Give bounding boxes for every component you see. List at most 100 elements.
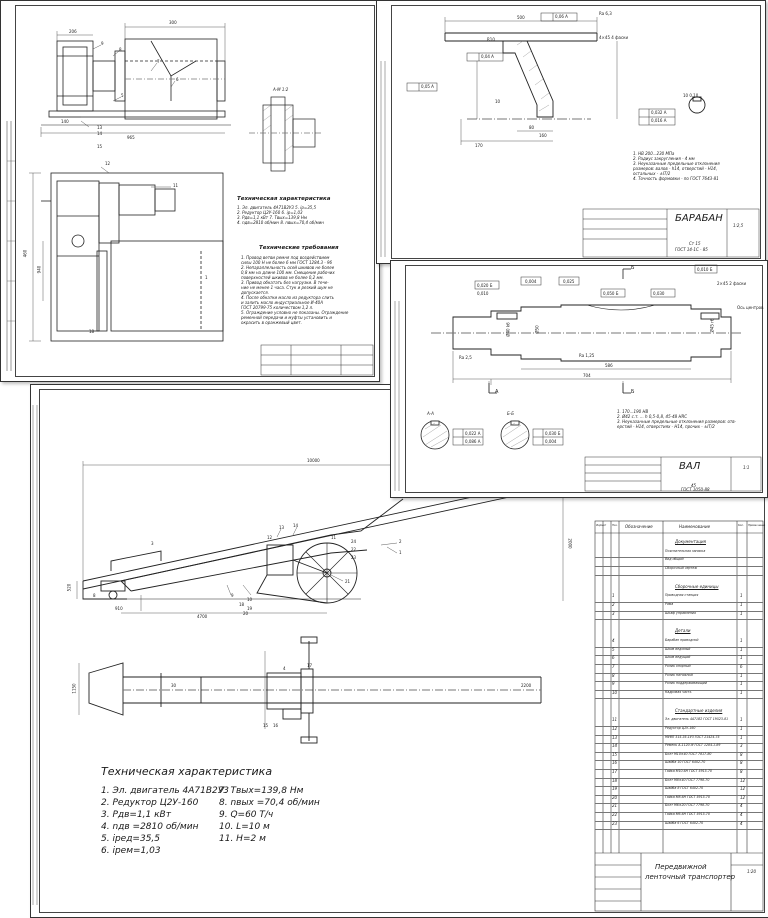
label-13: 13 [97,125,103,130]
spec-row-line [595,811,763,813]
drum-d160: 160 [539,133,547,138]
shaft-tol: 0,030 Б [545,431,561,436]
sheet-shaft-frame [405,265,763,493]
drum-note: размеров: валов - h14, отверстий - H14, [633,166,718,171]
sheet-drive-station: 300 206 140 965 460 940 9 8 7 6 5 13 14 … [0,0,380,382]
drive-req-lines: 1. Провод ветви ремня под воздействием с… [241,255,348,325]
spec-row-pos: 14 [612,743,618,749]
dim-top-width: 300 [169,20,177,25]
spec-row-line [595,820,763,822]
spec-row-qty: 1 [740,734,743,740]
tech-right-line: 8. nвых =70,4 об/мин [219,798,320,808]
conveyor-title-1: Передвижной [655,863,707,871]
spec-row-name: Рама [665,602,674,607]
label-24: 24 [351,539,357,544]
spec-row-pos: 6 [612,655,615,661]
spec-row-name: Эл. двигатель 4А71В2 ГОСТ 19523-81 [665,717,729,722]
spec-row-pos: 23 [612,820,618,826]
label-10: 10 [247,597,253,602]
spec-row-qty: 1 [740,655,743,661]
conveyor-tech-left: 1. Эл. двигатель 4А71В2У3 2. Редуктор Ц2… [101,785,229,857]
spec-row-name: Шайба 6 ГОСТ 6402-70 [665,820,704,825]
label-9: 9 [101,41,104,46]
spec-header-note: Приме-чание [748,524,766,527]
drum-note: 3. Неуказанные предельные отклонения [633,161,720,166]
conveyor-drawing [32,405,764,912]
spec-row-name: Ролик поддерживающий [665,681,707,686]
label-5: 5 [121,93,124,98]
spec-row-name: Ролик опорный [665,664,691,668]
section-b-label: Б-Б [507,411,514,416]
dim-910: 910 [115,606,123,611]
spec-row-line [595,655,763,657]
section-view-label: A-M 1:2 [273,87,289,92]
label-18: 18 [239,602,245,607]
spec-row-qty: 1 [740,689,743,695]
spec-row-pos: 18 [612,777,618,783]
label-11: 11 [173,183,179,188]
spec-row-pos: 11 [612,717,618,723]
shaft-tol: 0,030 [653,291,665,296]
shaft-note: 1. 170...190 НВ [617,409,649,414]
label-16: 16 [273,723,279,728]
drum-kw-1: 0,032 A [651,110,667,115]
req-line: допускается. [241,290,269,295]
spec-row-name: Вид общий [665,557,684,562]
spec-row-line [595,574,763,576]
drum-ra: Ra 6,3 [599,11,612,16]
drum-title: БАРАБАН [675,213,723,224]
drive-station-drawing [6,23,374,376]
drum-d170: 170 [475,143,483,148]
dim-2000: 2000 [567,538,573,549]
spec-row-qty: 4 [740,820,743,826]
label-6: 6 [176,77,179,82]
drum-tol-2: 0,04 A [481,54,494,59]
label-21: 21 [345,579,351,584]
spec-row-line [595,619,763,621]
shaft-notes: 1. 170...190 НВ 2. Ø42 с.т. ... h 0,5-0,… [617,409,736,429]
shaft-tol: 0,020 Б [477,283,493,288]
spec-row-pos: 10 [612,689,618,695]
spec-row-line [595,646,763,648]
spec-row-line [595,768,763,770]
conveyor-scale: 1:20 [747,869,756,874]
drive-tech-line: 2. Редуктор Ц2У-160 6. ip=1,03 [237,210,303,215]
spec-row-name: Кадровая часть [665,689,692,694]
spec-row-pos: 12 [612,725,618,731]
spec-row-qty: 3 [740,743,743,749]
spec-row-name: Шкив ведущий [665,655,691,660]
label-12: 12 [267,535,273,540]
req-line: и залить масло индустриальное И-40А [241,300,323,305]
section-a-label: А-А [427,411,434,416]
spec-row-line [595,725,763,727]
req-line: ГОСТ 20799-75 количеством 1,2 л. [241,305,314,310]
tech-right-line: 9. Q=60 Т/ч [219,810,274,820]
spec-row-name: Болт М6×20 ГОСТ 7798-70 [665,803,710,808]
shaft-tol: 0,010 [477,291,489,296]
tech-left-line: 5. iред=35,5 [101,834,161,844]
dim-10000: 10000 [307,458,320,463]
shaft-ra-125: Ra 1,25 [579,353,595,358]
tech-right-line: 10. L=10 м [219,822,270,832]
dim-940: 940 [36,265,42,274]
tech-left-line: 2. Редуктор Ц2У-160 [101,798,199,808]
spec-row-name: Шкаф управления [665,610,696,615]
req-line: 5. Ограждение условно не показаны. Ограж… [241,310,349,315]
req-line: 3. Привод обкатать без нагрузки. В тече- [241,280,329,285]
conveyor-tech-right: 7. Tвых=139,8 Нм 8. nвых =70,4 об/мин 9.… [219,785,320,845]
drive-tech-line: 4. nдв=2810 об/мин 8. nвых=70,4 об/мин [237,220,324,225]
spec-row-line [595,681,763,683]
spec-header-format: Формат [596,524,607,527]
spec-row-qty: 6 [740,664,743,669]
label-1: 1 [399,550,402,555]
shaft-drawing [394,264,762,492]
spec-row-name: Ролик натяжной [665,672,693,677]
drive-tech-lines: 1. Эл. двигатель 4А71В2У3 5. ip=35,5 2. … [237,205,324,225]
spec-row-pos: 3 [612,610,615,616]
label-15: 15 [263,723,269,728]
spec-row-name: Болт М8×40 ГОСТ 7798-70 [665,777,710,782]
spec-row-qty: 1 [740,672,743,678]
spec-row-qty: 8 [740,768,743,774]
dim-top-left: 206 [69,29,77,34]
label-19: 19 [247,606,253,611]
